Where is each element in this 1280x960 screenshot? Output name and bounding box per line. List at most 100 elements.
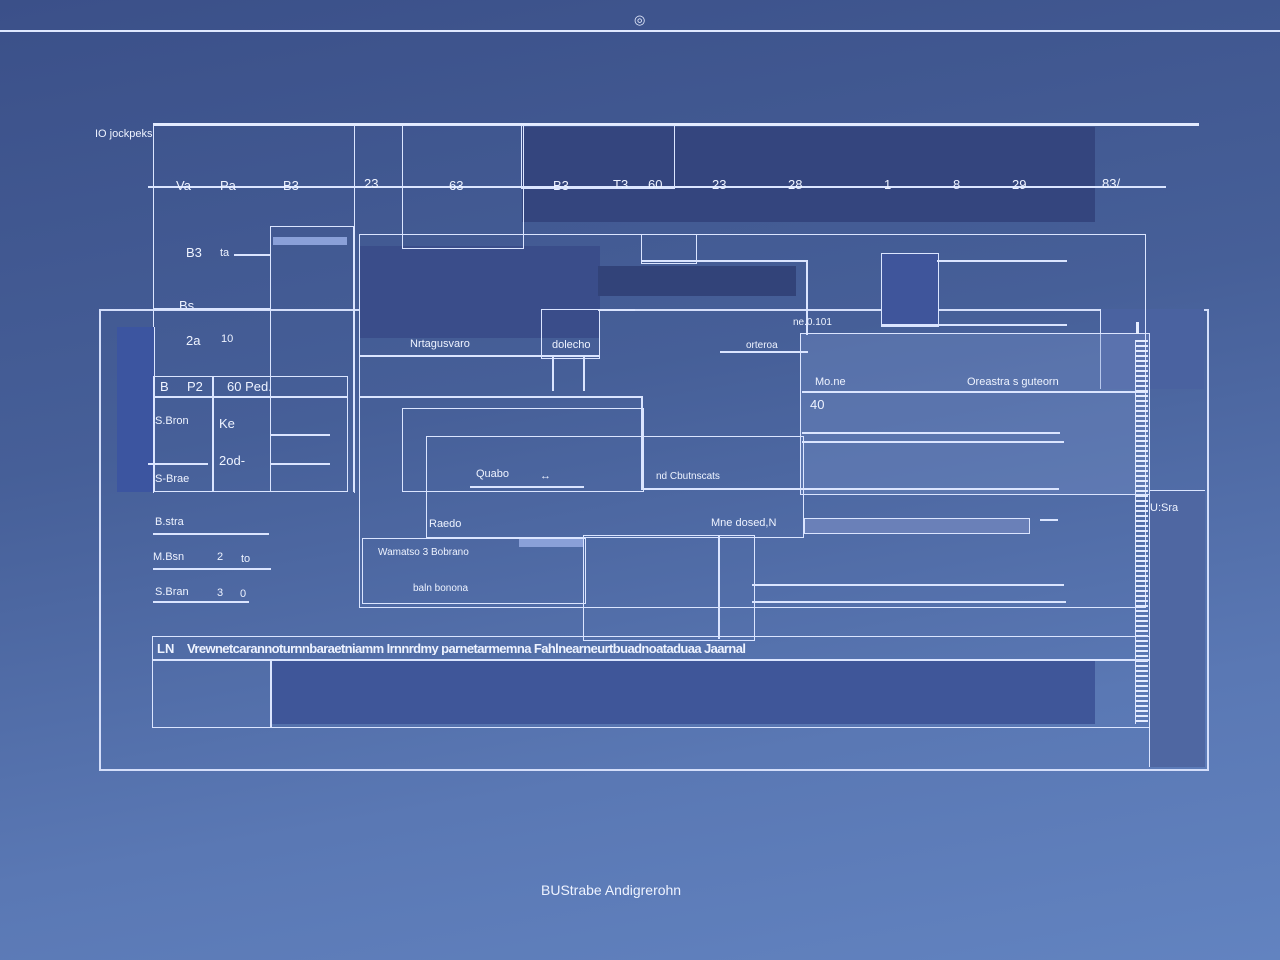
panel-divider bbox=[359, 396, 641, 398]
content-divider bbox=[470, 486, 584, 488]
panel-divider bbox=[583, 355, 585, 391]
content-card bbox=[426, 436, 804, 538]
column-header[interactable]: B3 bbox=[283, 178, 299, 193]
table-cell: 2od- bbox=[219, 453, 246, 468]
header-dark-block bbox=[522, 127, 1095, 222]
list-progress-bar bbox=[273, 237, 347, 245]
panel-label[interactable]: orteroa bbox=[746, 340, 778, 351]
sidebar-strip bbox=[117, 327, 155, 492]
column-header[interactable]: 63 bbox=[449, 178, 464, 193]
lower-list-label[interactable]: B.stra bbox=[155, 516, 184, 528]
list-item-label[interactable]: Bs bbox=[179, 298, 195, 313]
column-header[interactable]: 1 bbox=[884, 177, 892, 192]
column-header[interactable]: 29 bbox=[1012, 177, 1027, 192]
lower-list-value: 2 bbox=[217, 551, 224, 563]
content-card bbox=[583, 535, 755, 641]
form-panel bbox=[800, 333, 1150, 495]
column-header[interactable]: 60 bbox=[648, 177, 663, 192]
data-table bbox=[152, 636, 1150, 728]
header-cell-box bbox=[402, 125, 524, 249]
panel-divider bbox=[360, 355, 600, 357]
panel-divider bbox=[806, 260, 808, 335]
content-label: Raedo bbox=[429, 518, 462, 530]
panel-divider bbox=[881, 324, 1067, 326]
table-cell[interactable]: S.Bron bbox=[155, 415, 189, 427]
toolbar-tab[interactable] bbox=[641, 234, 697, 264]
lower-list-divider bbox=[153, 533, 269, 535]
column-header[interactable]: Pa bbox=[220, 178, 236, 193]
list-item-value: 10 bbox=[221, 333, 234, 345]
list-item-label[interactable]: 2a bbox=[186, 333, 201, 348]
table-body-dark bbox=[270, 660, 1095, 724]
content-icon[interactable]: ↔ bbox=[540, 470, 551, 482]
column-header[interactable]: 8 bbox=[953, 177, 961, 192]
header-column-rule bbox=[148, 186, 1166, 188]
column-header[interactable]: 28 bbox=[788, 177, 803, 192]
panel-label[interactable]: dolecho bbox=[552, 339, 591, 351]
column-header[interactable]: 83/ bbox=[1102, 176, 1121, 191]
table-row-rule bbox=[148, 463, 208, 465]
list-inner-column bbox=[270, 226, 354, 492]
column-header[interactable]: Va bbox=[176, 178, 191, 193]
column-header[interactable]: T3 bbox=[613, 177, 629, 192]
panel-divider bbox=[641, 488, 1059, 490]
header-top-rule bbox=[153, 123, 1199, 126]
content-divider bbox=[718, 535, 720, 639]
vertical-scrollbar[interactable] bbox=[1135, 340, 1148, 724]
content-card bbox=[362, 538, 586, 604]
table-header-rule bbox=[153, 396, 348, 398]
form-value[interactable]: 40 bbox=[810, 397, 825, 412]
footer-caption: BUStrabe Andigrerohn bbox=[541, 882, 682, 898]
header-cell-box bbox=[521, 125, 675, 189]
side-label: U:Sra bbox=[1150, 502, 1179, 514]
list-item-value: ta bbox=[220, 247, 230, 259]
table-header-cell[interactable]: LN bbox=[157, 641, 175, 656]
option-box[interactable] bbox=[541, 309, 600, 359]
panel-divider bbox=[641, 260, 806, 262]
lower-list-value: 3 bbox=[217, 587, 224, 599]
content-label: baln bonona bbox=[413, 583, 469, 594]
titlebar-divider bbox=[0, 30, 1280, 32]
form-input-line[interactable] bbox=[802, 432, 1060, 434]
window-titlebar: ◎ bbox=[0, 0, 1280, 32]
right-side-tab bbox=[1100, 309, 1204, 389]
table-cell[interactable]: S-Brae bbox=[155, 473, 190, 485]
list-divider bbox=[153, 308, 271, 310]
panel-divider bbox=[641, 396, 643, 488]
lower-list-value: 0 bbox=[240, 588, 247, 600]
field-label: Mne dosed,N bbox=[711, 517, 777, 529]
table-cell: B bbox=[160, 379, 169, 394]
panel-divider bbox=[598, 309, 635, 311]
app-icon[interactable]: ◎ bbox=[634, 12, 646, 27]
left-data-table bbox=[153, 376, 348, 492]
panel-divider bbox=[720, 351, 808, 353]
text-input[interactable] bbox=[804, 518, 1030, 534]
list-item-label[interactable]: B3 bbox=[186, 245, 202, 260]
table-column-rule bbox=[212, 376, 214, 492]
table-cell: Ke bbox=[219, 416, 235, 431]
table-row-rule bbox=[270, 434, 330, 436]
list-divider bbox=[234, 254, 270, 256]
lower-list-label[interactable]: S.Bran bbox=[155, 586, 189, 598]
form-input-line[interactable] bbox=[752, 584, 1064, 586]
form-label: Oreastra s guteorn bbox=[967, 376, 1059, 388]
column-header[interactable]: 23 bbox=[712, 177, 727, 192]
form-input-line[interactable] bbox=[802, 441, 1064, 443]
page-title: IO jockpeks bbox=[95, 128, 153, 140]
lower-list-label[interactable]: M.Bsn bbox=[153, 551, 185, 563]
table-header-rule bbox=[153, 659, 1149, 661]
table-column-rule bbox=[270, 659, 272, 727]
preview-tile[interactable] bbox=[881, 253, 939, 327]
form-input-line[interactable] bbox=[752, 601, 1066, 603]
content-progress-bar bbox=[519, 539, 583, 547]
panel-label: Nrtagusvaro bbox=[410, 338, 470, 350]
table-cell: 60 Ped. bbox=[227, 379, 272, 394]
panel-label: ne.0.101 bbox=[793, 317, 832, 328]
table-header-row[interactable]: Vrewnetcarannoturnnbaraetniamm Irnnrdmy … bbox=[187, 642, 746, 655]
lower-list-divider bbox=[153, 601, 249, 603]
lower-list-divider bbox=[153, 568, 271, 570]
column-header[interactable]: 23 bbox=[364, 176, 379, 191]
right-side-panel bbox=[1149, 490, 1205, 767]
panel-divider bbox=[552, 355, 554, 391]
lower-list-value: to bbox=[241, 553, 251, 565]
